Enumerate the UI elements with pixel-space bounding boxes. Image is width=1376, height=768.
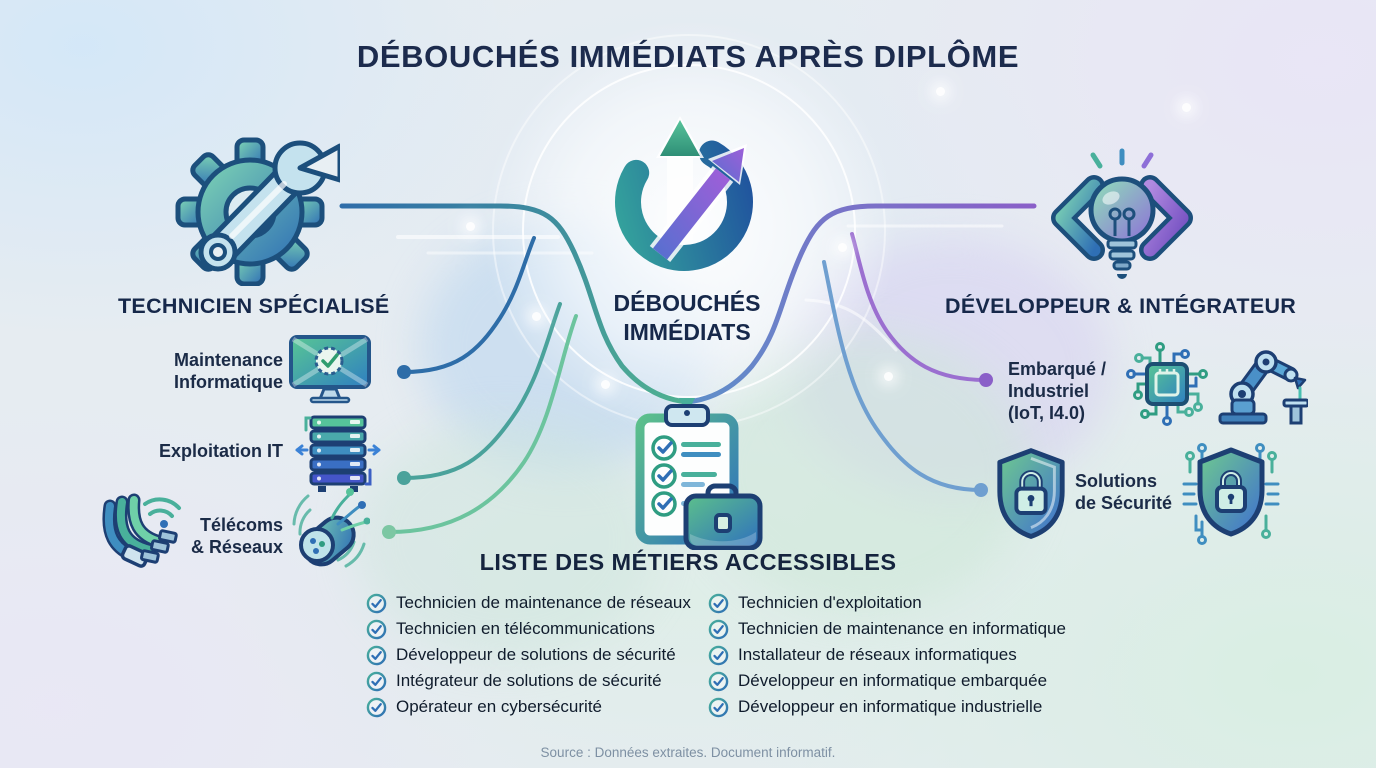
center-hub-line2: IMMÉDIATS	[623, 319, 751, 345]
robot-arm-icon	[1218, 350, 1308, 425]
job-row: Opérateur en cybersécurité	[366, 694, 691, 720]
label-line: (IoT, I4.0)	[1008, 403, 1086, 423]
server-icon	[295, 415, 381, 492]
right-item-security-label: Solutions de Sécurité	[1075, 470, 1225, 514]
label-line: Informatique	[173, 372, 283, 392]
job-label: Technicien de maintenance de réseaux	[396, 593, 691, 612]
center-hub-label: DÉBOUCHÉS IMMÉDIATS	[562, 289, 812, 347]
glow-dot	[466, 222, 475, 231]
job-row: Technicien en télécommunications	[366, 616, 691, 642]
right-branch-heading: DÉVELOPPEUR & INTÉGRATEUR	[945, 294, 1297, 318]
check-circle-icon	[708, 645, 729, 665]
job-label: Technicien en télécommunications	[396, 619, 655, 638]
job-row: Technicien de maintenance de réseaux	[366, 590, 691, 616]
check-circle-icon	[708, 619, 729, 639]
label-line: de Sécurité	[1075, 493, 1173, 513]
growth-arrows-icon	[615, 116, 753, 271]
fiber-optic-icon	[292, 488, 370, 568]
glow-dot	[1182, 103, 1191, 112]
left-item-telecoms-label: Télécoms & Réseaux	[150, 514, 283, 558]
job-label: Développeur en informatique industrielle	[738, 697, 1043, 716]
job-row: Développeur en informatique embarquée	[708, 668, 1066, 694]
label-line: Télécoms	[199, 515, 283, 535]
label-line: Exploitation IT	[159, 441, 283, 461]
chip-icon	[1126, 342, 1208, 426]
check-circle-icon	[366, 671, 387, 691]
job-label: Technicien de maintenance en informatiqu…	[738, 619, 1066, 638]
gear-wrench-icon	[175, 137, 340, 286]
job-label: Intégrateur de solutions de sécurité	[396, 671, 662, 690]
shield-circuit-icon	[1182, 443, 1280, 545]
check-circle-icon	[366, 619, 387, 639]
network-cables-icon	[102, 493, 181, 568]
job-row: Technicien de maintenance en informatiqu…	[708, 616, 1066, 642]
job-label: Opérateur en cybersécurité	[396, 697, 602, 716]
right-item-embedded-label: Embarqué / Industriel (IoT, I4.0)	[1008, 358, 1198, 424]
page-title: DÉBOUCHÉS IMMÉDIATS APRÈS DIPLÔME	[356, 39, 1020, 74]
glow-dot	[532, 312, 541, 321]
glow-dot	[838, 243, 847, 252]
label-line: Maintenance	[173, 350, 283, 370]
code-bulb-icon	[1051, 148, 1193, 279]
job-row: Intégrateur de solutions de sécurité	[366, 668, 691, 694]
check-circle-icon	[708, 697, 729, 717]
job-label: Installateur de réseaux informatiques	[738, 645, 1017, 664]
monitor-check-icon	[289, 335, 371, 404]
left-branch-heading: TECHNICIEN SPÉCIALISÉ	[118, 294, 390, 318]
glow-dot	[936, 87, 945, 96]
shield-lock-icon	[997, 448, 1065, 539]
job-row: Développeur de solutions de sécurité	[366, 642, 691, 668]
jobs-column-left: Technicien de maintenance de réseaux Tec…	[366, 590, 691, 720]
check-circle-icon	[366, 593, 387, 613]
background-blob	[356, 420, 656, 660]
job-label: Technicien d'exploitation	[738, 593, 922, 612]
glow-dot	[601, 380, 610, 389]
jobs-heading: LISTE DES MÉTIERS ACCESSIBLES	[479, 549, 897, 575]
label-line: Industriel	[1008, 381, 1090, 401]
job-row: Développeur en informatique industrielle	[708, 694, 1066, 720]
job-row: Installateur de réseaux informatiques	[708, 642, 1066, 668]
label-line: Embarqué /	[1008, 359, 1107, 379]
left-item-maintenance-label: Maintenance Informatique	[95, 349, 283, 393]
label-line: Solutions	[1075, 471, 1157, 491]
label-line: & Réseaux	[190, 537, 283, 557]
glow-dot	[884, 372, 893, 381]
check-circle-icon	[708, 671, 729, 691]
check-circle-icon	[366, 697, 387, 717]
job-label: Développeur de solutions de sécurité	[396, 645, 676, 664]
check-circle-icon	[708, 593, 729, 613]
source-note: Source : Données extraites. Document inf…	[540, 745, 836, 760]
check-circle-icon	[366, 645, 387, 665]
jobs-column-right: Technicien d'exploitation Technicien de …	[708, 590, 1066, 720]
job-row: Technicien d'exploitation	[708, 590, 1066, 616]
clipboard-briefcase-icon	[635, 404, 763, 550]
center-hub-line1: DÉBOUCHÉS	[613, 290, 761, 316]
job-label: Développeur en informatique embarquée	[738, 671, 1048, 690]
left-item-exploitation-label: Exploitation IT	[95, 440, 283, 462]
